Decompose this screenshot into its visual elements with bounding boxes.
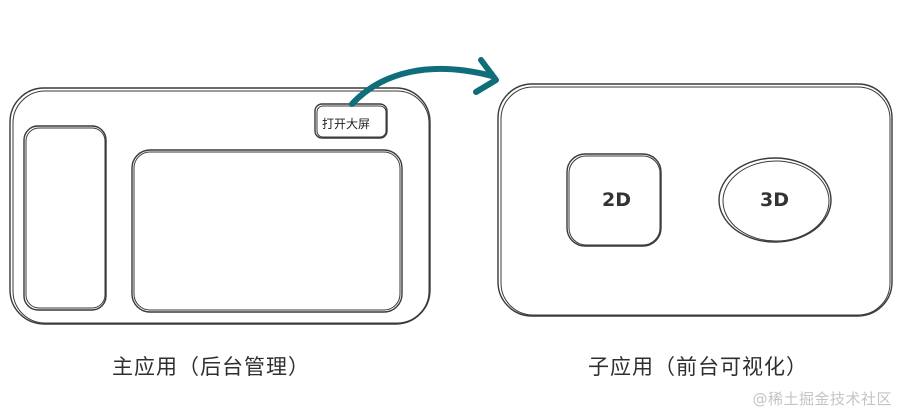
main-app-caption: 主应用（后台管理） — [112, 355, 310, 379]
arrow — [349, 57, 499, 107]
sub-app-caption: 子应用（前台可视化） — [588, 355, 808, 379]
label-2d: 2D — [602, 189, 631, 211]
box-2d — [566, 153, 662, 247]
label-3d: 3D — [760, 189, 789, 211]
watermark: @稀土掘金技术社区 — [752, 390, 892, 408]
main-app-frame — [9, 87, 431, 325]
main-app-content-area — [131, 149, 403, 313]
sub-app-frame — [497, 83, 893, 317]
main-app-sidebar — [23, 125, 107, 311]
ellipse-3d — [718, 157, 832, 243]
open-big-screen-button[interactable]: 打开大屏 — [322, 117, 371, 131]
